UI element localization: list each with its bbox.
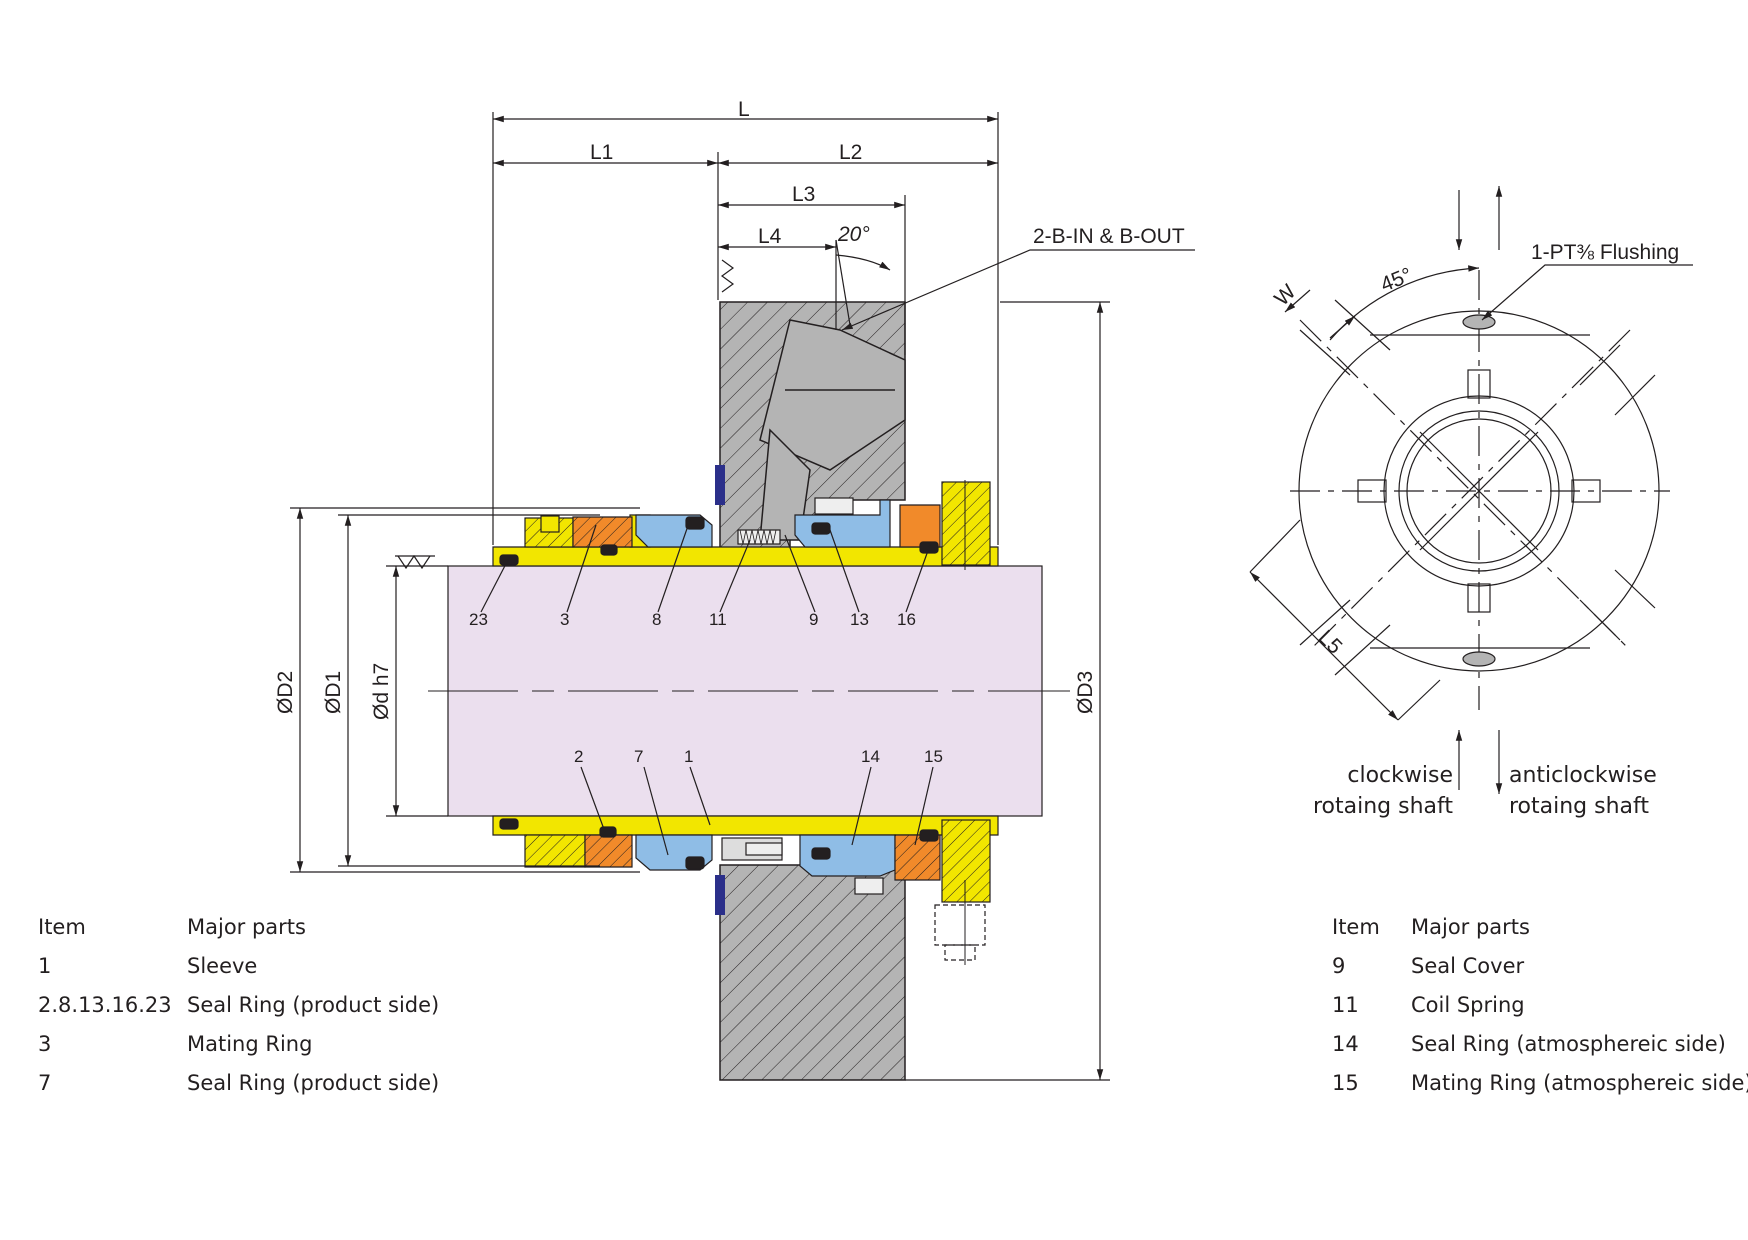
- gasket: [715, 465, 725, 505]
- item-cell: 9: [1332, 954, 1346, 978]
- shaft: [428, 565, 1070, 817]
- angle-45: 45°: [1377, 263, 1415, 296]
- dim-L: L: [738, 98, 750, 121]
- ports-callout: 2-B-IN & B-OUT: [1033, 225, 1185, 248]
- dimension-lines: [290, 112, 1195, 1081]
- item-cell: 7: [38, 1071, 52, 1095]
- part-cell: Mating Ring (atmosphereic side): [1411, 1071, 1748, 1095]
- item-header: Item: [38, 915, 86, 939]
- dim-L5: L5: [1314, 626, 1347, 659]
- dim-D3: ØD3: [1074, 671, 1097, 714]
- dim-L2: L2: [839, 141, 862, 164]
- part-cell: Seal Ring (product side): [187, 993, 440, 1017]
- upper-seal-assembly: [492, 481, 999, 567]
- item-cell: 2.8.13.16.23: [38, 993, 172, 1017]
- housing: [719, 301, 906, 1081]
- parts-table-left: Item Major parts 1 Sleeve 2.8.13.16.23 S…: [38, 912, 458, 1102]
- part-cell: Seal Ring (product side): [187, 1071, 440, 1095]
- item-cell: 1: [38, 954, 52, 978]
- end-view: [1249, 186, 1693, 794]
- dim-D1: ØD1: [322, 671, 345, 714]
- dim-W: W: [1270, 280, 1300, 310]
- item-number: 7: [634, 747, 643, 766]
- part-cell: Mating Ring: [187, 1032, 313, 1056]
- gasket: [715, 875, 725, 915]
- clockwise-label: clockwise: [1347, 763, 1453, 788]
- item-number: 23: [469, 610, 488, 629]
- part-header: Major parts: [187, 915, 306, 939]
- part-cell: Sleeve: [187, 954, 258, 978]
- part-cell: Seal Ring (atmosphereic side): [1411, 1032, 1726, 1056]
- part-cell: Seal Cover: [1411, 954, 1525, 978]
- flushing-callout: 1-PT⅜ Flushing: [1531, 241, 1679, 264]
- lower-seal-assembly: [492, 815, 999, 965]
- item-cell: 3: [38, 1032, 52, 1056]
- dim-L3: L3: [792, 183, 815, 206]
- anticlockwise-label: anticlockwise: [1509, 763, 1657, 788]
- item-number: 14: [861, 747, 880, 766]
- dim-L4: L4: [758, 225, 782, 248]
- anticlockwise-label: rotaing shaft: [1509, 794, 1649, 819]
- dim-D2: ØD2: [274, 671, 297, 714]
- item-number: 13: [850, 610, 869, 629]
- item-header: Item: [1332, 915, 1380, 939]
- item-number: 2: [574, 747, 583, 766]
- item-number: 9: [809, 610, 818, 629]
- item-cell: 15: [1332, 1071, 1359, 1095]
- item-cell: 11: [1332, 993, 1359, 1017]
- part-header: Major parts: [1411, 915, 1530, 939]
- item-number: 8: [652, 610, 661, 629]
- item-number: 16: [897, 610, 916, 629]
- part-cell: Coil Spring: [1411, 993, 1525, 1017]
- dim-d: Ød h7: [370, 663, 393, 720]
- dim-L1: L1: [590, 141, 613, 164]
- item-number: 3: [560, 610, 569, 629]
- item-number: 15: [924, 747, 943, 766]
- angle-20: 20°: [837, 223, 870, 246]
- clockwise-label: rotaing shaft: [1313, 794, 1453, 819]
- parts-table-right: Item Major parts 9 Seal Cover 11 Coil Sp…: [1332, 912, 1748, 1102]
- item-number: 11: [709, 610, 727, 629]
- item-number: 1: [684, 747, 693, 766]
- item-cell: 14: [1332, 1032, 1359, 1056]
